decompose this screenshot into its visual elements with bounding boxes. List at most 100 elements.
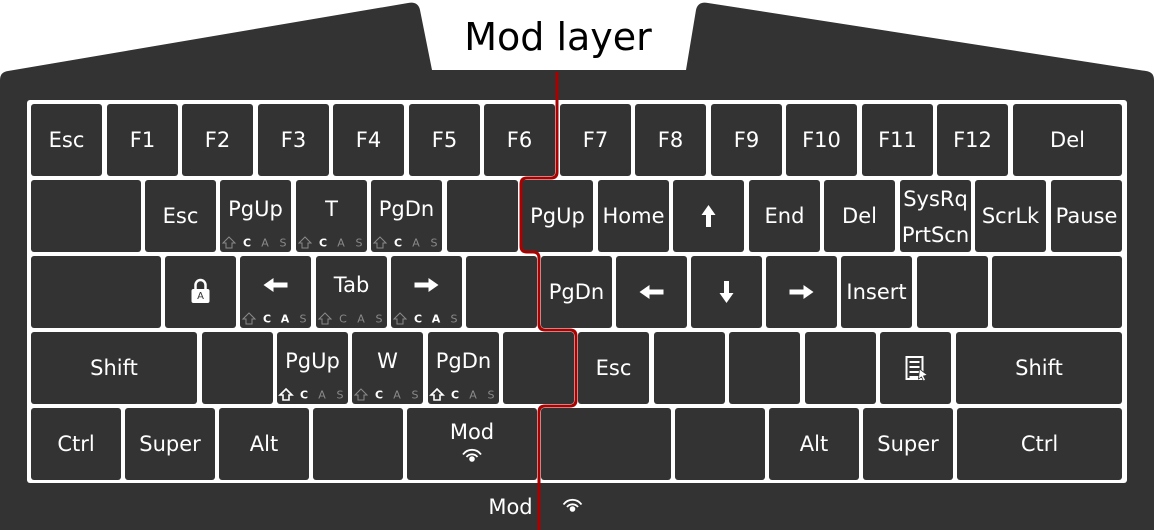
key-f2[interactable]: F2: [182, 104, 253, 176]
key-cap: [917, 256, 988, 328]
key-mod[interactable]: Mod: [407, 408, 537, 480]
key-ctrl[interactable]: Ctrl: [957, 408, 1122, 480]
key-cap: [409, 104, 480, 176]
key-arrow-right[interactable]: [766, 256, 837, 328]
key-cap: [541, 256, 612, 328]
key-insert[interactable]: Insert: [841, 256, 912, 328]
key-blank[interactable]: [31, 256, 161, 328]
key-f6[interactable]: F6: [484, 104, 555, 176]
key-label: F1: [130, 128, 155, 152]
key-blank[interactable]: [503, 332, 574, 404]
key-shift[interactable]: Shift: [956, 332, 1122, 404]
arrow-right-icon: [789, 285, 814, 299]
key-shift[interactable]: Shift: [31, 332, 197, 404]
key-super[interactable]: Super: [863, 408, 953, 480]
arrow-left-icon: [263, 278, 288, 292]
key-arrow-up[interactable]: [673, 180, 744, 252]
key-label: Home: [602, 204, 664, 228]
split-divider-line: [519, 72, 578, 530]
key-home[interactable]: Home: [598, 180, 669, 252]
key-label: F12: [953, 128, 992, 152]
key-cap: [503, 332, 574, 404]
key-f1[interactable]: F1: [107, 104, 178, 176]
key-f5[interactable]: F5: [409, 104, 480, 176]
key-f11[interactable]: F11: [862, 104, 933, 176]
key-f10[interactable]: F10: [786, 104, 857, 176]
key-f8[interactable]: F8: [635, 104, 706, 176]
key-menu[interactable]: [880, 332, 951, 404]
key-arrow-left[interactable]: [616, 256, 687, 328]
key-alt[interactable]: Alt: [219, 408, 309, 480]
key-cap: [240, 256, 311, 328]
key-blank[interactable]: [674, 484, 1154, 530]
key-f9[interactable]: F9: [711, 104, 782, 176]
key-cap: [202, 332, 273, 404]
key-cap: [316, 256, 387, 328]
key-super[interactable]: Super: [125, 408, 215, 480]
key-f4[interactable]: F4: [333, 104, 404, 176]
key-blank[interactable]: [0, 484, 402, 530]
key-blank[interactable]: [992, 256, 1122, 328]
arrow-down-icon: [719, 281, 734, 303]
key-del[interactable]: Del: [824, 180, 895, 252]
modifier-s: S: [488, 389, 495, 402]
shift-modifier-icon: [241, 312, 257, 325]
key-alt[interactable]: Alt: [769, 408, 859, 480]
key-blank[interactable]: [729, 332, 800, 404]
key-pause[interactable]: Pause: [1051, 180, 1122, 252]
key-blank[interactable]: [447, 180, 518, 252]
key-blank[interactable]: [654, 332, 725, 404]
key-cap: [769, 408, 859, 480]
key-end[interactable]: End: [749, 180, 820, 252]
key-scrlk[interactable]: ScrLk: [975, 180, 1046, 252]
key-blank[interactable]: [202, 332, 273, 404]
modifier-a: A: [261, 237, 269, 250]
key-blank[interactable]: [675, 408, 765, 480]
key-label: F4: [356, 128, 381, 152]
key-blank[interactable]: [313, 408, 403, 480]
key-f7[interactable]: F7: [560, 104, 631, 176]
key-label: F2: [205, 128, 230, 152]
key-blank[interactable]: [805, 332, 876, 404]
key-blank[interactable]: [31, 180, 141, 252]
key-label: Ctrl: [57, 432, 94, 456]
arrow-up-icon: [701, 205, 716, 227]
key-esc[interactable]: Esc: [145, 180, 216, 252]
key-blank[interactable]: [541, 408, 671, 480]
key-pgdn[interactable]: PgDn: [541, 256, 612, 328]
key-esc[interactable]: Esc: [578, 332, 649, 404]
key-arrow-down[interactable]: [691, 256, 762, 328]
key-caps-lock[interactable]: A: [165, 256, 236, 328]
modifier-s: S: [280, 237, 287, 250]
key-cap: [1051, 180, 1122, 252]
key-cap: [635, 104, 706, 176]
key-f3[interactable]: F3: [258, 104, 329, 176]
key-esc[interactable]: Esc: [31, 104, 102, 176]
key-blank[interactable]: [466, 256, 537, 328]
modifier-a: A: [469, 389, 477, 402]
key-cap: [674, 484, 1154, 530]
key-label: F3: [281, 128, 306, 152]
key-f12[interactable]: F12: [937, 104, 1008, 176]
key-pgup[interactable]: PgUp: [522, 180, 593, 252]
key-cap: [182, 104, 253, 176]
key-blank[interactable]: [917, 256, 988, 328]
key-label: F6: [507, 128, 532, 152]
caps-lock-icon: A: [191, 278, 210, 303]
key-cap: [541, 408, 671, 480]
key-cap: [277, 332, 348, 404]
key-del[interactable]: Del: [1013, 104, 1122, 176]
key-ctrl[interactable]: Ctrl: [31, 408, 121, 480]
key-cap: [654, 332, 725, 404]
key-cap: [407, 408, 537, 480]
